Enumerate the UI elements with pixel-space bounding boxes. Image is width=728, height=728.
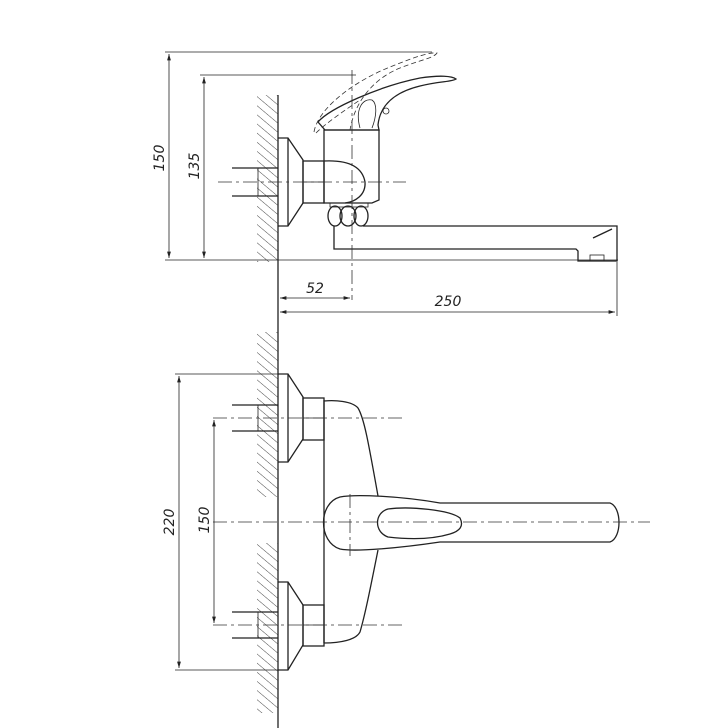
dim-flange-span: 220 [162,509,178,536]
dim-total-height: 150 [152,145,168,172]
flange-lower [278,581,304,671]
dim-axis-offset: 52 [306,281,324,297]
nut-upper [302,397,325,441]
side-view: 150 135 52 250 [152,51,618,316]
faucet-body [323,129,380,204]
dim-inlet-spacing: 150 [197,507,213,534]
swivel-rings [327,202,369,227]
spout [333,225,618,262]
wall-hatch-mid [257,332,278,497]
wall-hatch-bottom [257,543,278,713]
lever-raised-ghost [313,52,438,133]
dim-handle-height: 135 [187,153,203,180]
wall-hatch-top [257,95,278,262]
nut-lower [302,604,325,647]
front-view: 220 150 [162,373,650,671]
lever-handle [317,75,458,131]
faucet-body-front [323,400,379,644]
lever-handle-front [322,495,620,551]
lever-opening [376,507,463,540]
dim-spout-reach: 250 [435,294,462,310]
